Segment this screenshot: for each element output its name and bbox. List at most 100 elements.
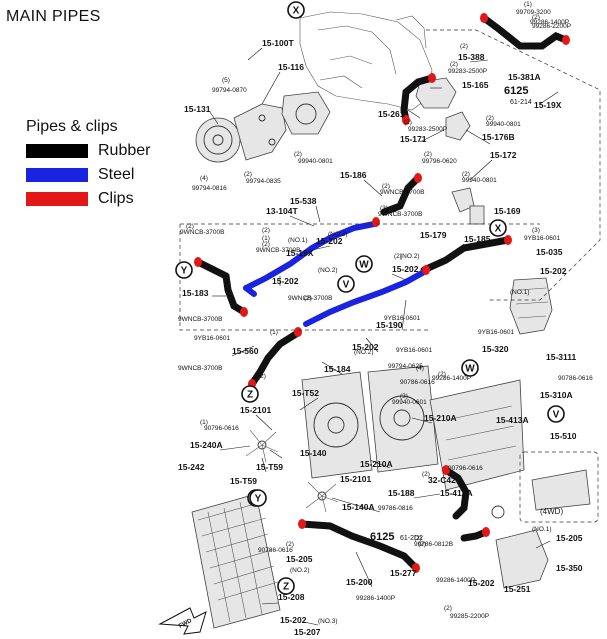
quantity-label: (2) <box>486 115 494 122</box>
leader-line <box>469 59 489 63</box>
fastener-number-label: 90786-0616 <box>400 379 435 386</box>
steel-swatch <box>26 168 88 182</box>
callout-letter: W <box>465 364 475 375</box>
part-number-label: 15-202 <box>352 342 379 352</box>
leader-line <box>535 540 551 549</box>
leader-line <box>369 459 391 469</box>
fastener-number-label: 9WNCB-3700B <box>178 365 222 372</box>
part-number-label: 15-538 <box>290 196 317 206</box>
callout-w: W <box>355 255 373 273</box>
part-number-label: 15-413A <box>440 488 473 498</box>
legend-item-steel: Steel <box>26 166 134 184</box>
quantity-label: (2) <box>438 371 446 378</box>
fastener-number-label: 90796-0616 <box>448 465 483 472</box>
leader-line <box>413 493 441 499</box>
fastener-number-label: 99286-1400P <box>432 375 471 382</box>
quantity-label: (2) <box>404 119 412 126</box>
part-number-label: 15-184 <box>324 364 351 374</box>
fastener-number-label: 99940-0801 <box>486 121 521 128</box>
part-number-label: 15-277 <box>390 568 417 578</box>
fastener-number-label: 99796-0620 <box>422 158 457 165</box>
part-number-label: 15-202 <box>468 578 495 588</box>
fastener-number-label: 99794-0870 <box>212 87 247 94</box>
part-number-label: 15-2101 <box>240 405 271 415</box>
leader-line <box>411 417 433 424</box>
callout-x: X <box>489 219 507 237</box>
leader-line <box>331 497 381 513</box>
fastener-number-label: 99286-1400P <box>356 595 395 602</box>
sub-number-label: (NO.1) <box>532 526 552 533</box>
quantity-label: (2) <box>424 151 432 158</box>
label-layer: 15-100T15-11615-13115-16515-38815-381A15… <box>178 1 593 637</box>
quantity-label: (1) <box>270 329 278 336</box>
ref-code-2: 6125 61-2D2 <box>370 531 423 543</box>
part-number-label: 15-185 <box>464 234 491 244</box>
quantity-label: (4) <box>416 365 424 372</box>
fastener-number-label: 99283-2500P <box>408 126 447 133</box>
leader-line <box>209 111 219 125</box>
part-number-label: 15-242 <box>178 462 205 472</box>
part-number-label: 15-100T <box>262 38 294 48</box>
leader-line <box>261 602 279 605</box>
engine-block-outline <box>299 11 433 111</box>
leader-line <box>365 337 379 353</box>
callout-letter: Z <box>247 390 253 401</box>
fastener-number-label: 99794-0816 <box>192 185 227 192</box>
part-number-label: 15-202 <box>540 266 567 276</box>
callout-letter: X <box>293 6 300 17</box>
fastener-number-label: 99940-0601 <box>392 399 427 406</box>
page-title: MAIN PIPES <box>6 8 101 25</box>
fastener-number-label: 99940-0801 <box>298 158 333 165</box>
part-number-label: 15-T52 <box>292 388 319 398</box>
fastener-number-label: 9YB16-0601 <box>478 329 515 336</box>
sub-number-label: (NO.3) <box>318 618 338 625</box>
part-number-label: 15-310A <box>540 390 573 400</box>
part-number-label: 15-19X <box>286 248 314 258</box>
part-number-label: 32-C42 <box>428 475 456 485</box>
fastener-number-label: 9WNCB-3700B <box>378 211 422 218</box>
water-pump <box>195 91 331 163</box>
part-number-label: 15-188 <box>388 488 415 498</box>
fastener-number-label: 99786-0816 <box>378 505 413 512</box>
leader-line <box>407 109 421 119</box>
part-number-label: 15-388 <box>458 52 485 62</box>
part-number-label: 15-200 <box>346 577 373 587</box>
quantity-label: (2) <box>294 151 302 158</box>
quantity-label: (2) <box>450 61 458 68</box>
part-number-label: 15-116 <box>278 62 304 72</box>
fastener-number-label: 9YB16-0601 <box>194 335 231 342</box>
legend-title: Pipes & clips <box>26 118 118 135</box>
part-number-label: 15-381A <box>508 72 541 82</box>
part-number-label: 15-169 <box>494 206 521 216</box>
part-number-label: 15-19X <box>534 100 562 110</box>
leader-line <box>419 129 445 143</box>
part-number-label: 13-104T <box>266 206 298 216</box>
quantity-label: (3) <box>380 205 388 212</box>
ref-code-1-number: 6125 <box>504 85 528 97</box>
quantity-label: (2) <box>382 183 390 190</box>
reservoir-tank <box>491 505 549 589</box>
sub-number-label: (NO.2) <box>354 349 374 356</box>
leader-line <box>289 215 315 227</box>
leader-line <box>401 299 407 331</box>
quantity-label: (5) <box>222 77 230 84</box>
quantity-label: (3) <box>400 393 408 400</box>
part-number-label: 15-320 <box>482 344 509 354</box>
ref-code-1-sub: 61-214 <box>510 99 532 106</box>
part-number-label: 15-560 <box>232 346 259 356</box>
part-number-label: 15-210A <box>424 413 457 423</box>
fastener-number-label: 99286-1400P <box>530 19 569 26</box>
fastener-number-label: 99286-1400P <box>436 577 475 584</box>
leader-line <box>469 159 493 181</box>
part-number-label: 15-210A <box>360 459 393 469</box>
fan-shroud-left <box>301 371 373 479</box>
quantity-label: (1) <box>524 1 532 8</box>
quantity-label: (2) <box>286 541 294 548</box>
leader-line <box>299 397 319 411</box>
steel-pipes <box>243 221 427 327</box>
fastener-number-label: 99794-0625 <box>388 363 423 370</box>
part-number-label: 15-510 <box>550 431 577 441</box>
part-number-label: 15-140A <box>342 502 375 512</box>
fastener-number-label: 99286-2200P <box>532 23 571 30</box>
quantity-label: (2) <box>244 171 252 178</box>
